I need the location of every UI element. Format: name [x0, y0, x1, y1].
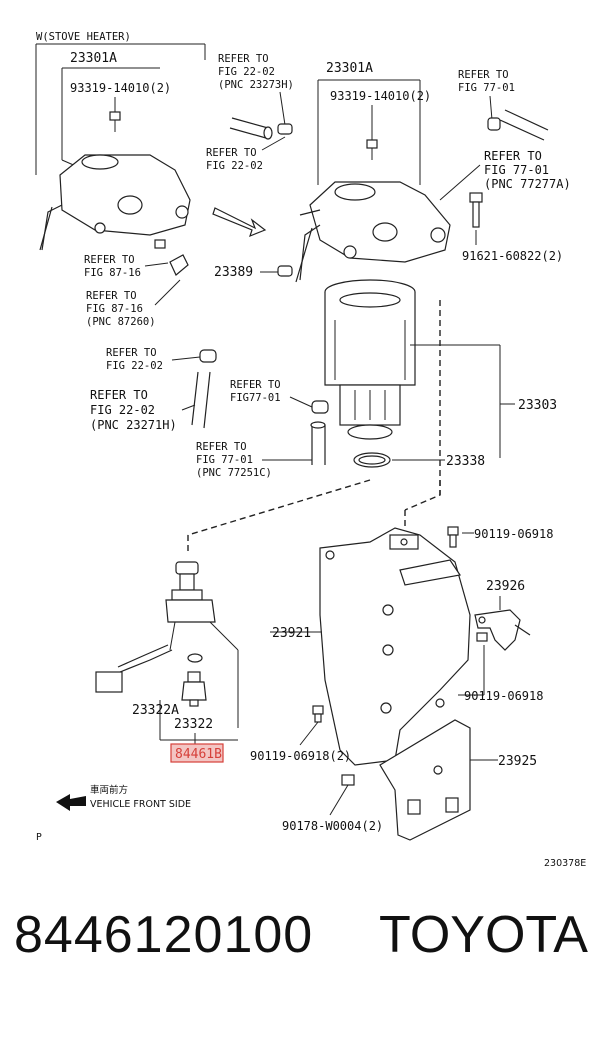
bracket-23926: 23926 — [474, 579, 531, 651]
water-sensor-assembly: 23322A 23322 84461B — [95, 561, 239, 763]
refer-2202-b: REFER TO FIG 22-02 — [106, 347, 217, 372]
refer-text[interactable]: REFER TO — [86, 290, 137, 302]
part-23301a-left-label[interactable]: 23301A — [70, 51, 117, 66]
refer-text[interactable]: REFER TO — [458, 69, 509, 81]
refer-text[interactable]: REFER TO — [218, 53, 269, 65]
bracket-23925: 23925 — [379, 719, 537, 841]
refer-2202-a: REFER TO FIG 22-02 — [206, 136, 286, 172]
connector — [95, 671, 123, 693]
vehicle-front-en: VEHICLE FRONT SIDE — [90, 799, 191, 810]
refer-text[interactable]: REFER TO — [84, 254, 135, 266]
part-23926-label[interactable]: 23926 — [486, 579, 525, 594]
refer-fig[interactable]: FIG 77-01 — [458, 82, 515, 94]
part-93319-left-label[interactable]: 93319-14010(2) — [70, 81, 171, 95]
assembly-line-sensor — [187, 479, 371, 536]
part-23322-label[interactable]: 23322 — [174, 717, 213, 732]
hose-mid — [311, 425, 326, 465]
part-23322a-label[interactable]: 23322A — [132, 703, 179, 718]
right-filter-head: 23301A 93319-14010(2) — [295, 61, 451, 283]
part-23303-label[interactable]: 23303 — [518, 398, 557, 413]
refer-text[interactable]: REFER TO — [484, 149, 542, 163]
refer-fig[interactable]: FIG77-01 — [230, 392, 281, 404]
p-mark: P — [36, 832, 42, 843]
part-90119-bottom-label[interactable]: 90119-06918(2) — [250, 749, 351, 763]
refer-fig[interactable]: FIG 22-02 — [106, 360, 163, 372]
clip-upper — [277, 123, 293, 135]
clamp-23389: 23389 — [214, 265, 293, 280]
refer-pnc[interactable]: (PNC 77251C) — [196, 467, 272, 479]
arrow-left-icon — [56, 794, 86, 811]
stove-heater-label: W(STOVE HEATER) — [36, 31, 131, 43]
figure-code: 230378E — [544, 858, 586, 869]
vehicle-front-jp: 車両前方 — [90, 784, 128, 796]
refer-fig[interactable]: FIG 87-16 — [86, 303, 143, 315]
part-23301a-right-label[interactable]: 23301A — [326, 61, 373, 76]
refer-pnc23271h: REFER TO FIG 22-02 (PNC 23271H) — [90, 388, 196, 432]
refer-8716-a: REFER TO FIG 87-16 — [84, 254, 169, 279]
bolt-90119-bottom: 90119-06918(2) — [250, 705, 351, 763]
brand-name: TOYOTA — [379, 906, 588, 964]
stove-heater-group: W(STOVE HEATER) — [35, 31, 206, 175]
part-90178-label[interactable]: 90178-W0004(2) — [282, 819, 383, 833]
o-ring-small — [187, 653, 203, 663]
bolt-91621: 91621-60822(2) — [462, 192, 563, 263]
refer-fig[interactable]: FIG 77-01 — [196, 454, 253, 466]
refer-fig[interactable]: FIG 77-01 — [484, 163, 549, 177]
refer-pnc77277a: REFER TO FIG 77-01 (PNC 77277A) — [439, 149, 571, 201]
part-23925-label[interactable]: 23925 — [498, 754, 537, 769]
refer-pnc[interactable]: (PNC 87260) — [86, 316, 156, 328]
refer-pnc[interactable]: (PNC 23271H) — [90, 418, 177, 432]
part-23338-label[interactable]: 23338 — [446, 454, 485, 469]
part-footer: 8446120100 TOYOTA — [0, 905, 600, 995]
o-ring-23338: 23338 — [353, 452, 485, 469]
part-23921-label[interactable]: 23921 — [272, 626, 311, 641]
part-number: 8446120100 — [14, 906, 314, 964]
refer-text[interactable]: REFER TO — [206, 147, 257, 159]
bolt-90119-top: 90119-06918 — [447, 526, 553, 548]
flow-arrow — [212, 207, 267, 238]
part-84461b-label[interactable]: 84461B — [175, 747, 222, 762]
refer-7701-b: REFER TO FIG77-01 — [230, 379, 329, 414]
refer-pnc87260: REFER TO FIG 87-16 (PNC 87260) — [86, 279, 181, 328]
refer-text[interactable]: REFER TO — [196, 441, 247, 453]
refer-text[interactable]: REFER TO — [90, 388, 148, 402]
refer-fig[interactable]: FIG 22-02 — [218, 66, 275, 78]
refer-pnc[interactable]: (PNC 77277A) — [484, 177, 571, 191]
hose-upper-right — [499, 109, 549, 141]
refer-fig[interactable]: FIG 22-02 — [90, 403, 155, 417]
refer-pnc77251c: REFER TO FIG 77-01 (PNC 77251C) — [196, 441, 312, 479]
bracket-23921: 23921 — [270, 527, 471, 766]
assembly-line-bracket — [404, 480, 441, 511]
part-91621-label[interactable]: 91621-60822(2) — [462, 249, 563, 263]
hose-upper — [229, 117, 269, 139]
vehicle-front-indicator: 車両前方 VEHICLE FRONT SIDE — [56, 784, 191, 811]
refer-7701-a: REFER TO FIG 77-01 — [458, 69, 515, 121]
refer-pnc23273h: REFER TO FIG 22-02 (PNC 23273H) — [218, 53, 294, 126]
part-93319-right-label[interactable]: 93319-14010(2) — [330, 89, 431, 103]
nut-90178: 90178-W0004(2) — [282, 774, 383, 833]
hose-left-mid — [191, 371, 211, 429]
fuel-filter-23303: 23303 — [324, 279, 557, 458]
refer-fig[interactable]: FIG 87-16 — [84, 267, 141, 279]
highlight-box-84461b[interactable] — [170, 743, 224, 763]
refer-text[interactable]: REFER TO — [106, 347, 157, 359]
refer-pnc[interactable]: (PNC 23273H) — [218, 79, 294, 91]
part-90119-top-label[interactable]: 90119-06918 — [474, 527, 553, 541]
bolt-90119-mid: 90119-06918 — [458, 632, 543, 703]
part-23389-label[interactable]: 23389 — [214, 265, 253, 280]
left-filter-head: 23301A 93319-14010(2) — [39, 51, 191, 276]
refer-fig[interactable]: FIG 22-02 — [206, 160, 263, 172]
part-90119-mid-label[interactable]: 90119-06918 — [464, 689, 543, 703]
refer-text[interactable]: REFER TO — [230, 379, 281, 391]
